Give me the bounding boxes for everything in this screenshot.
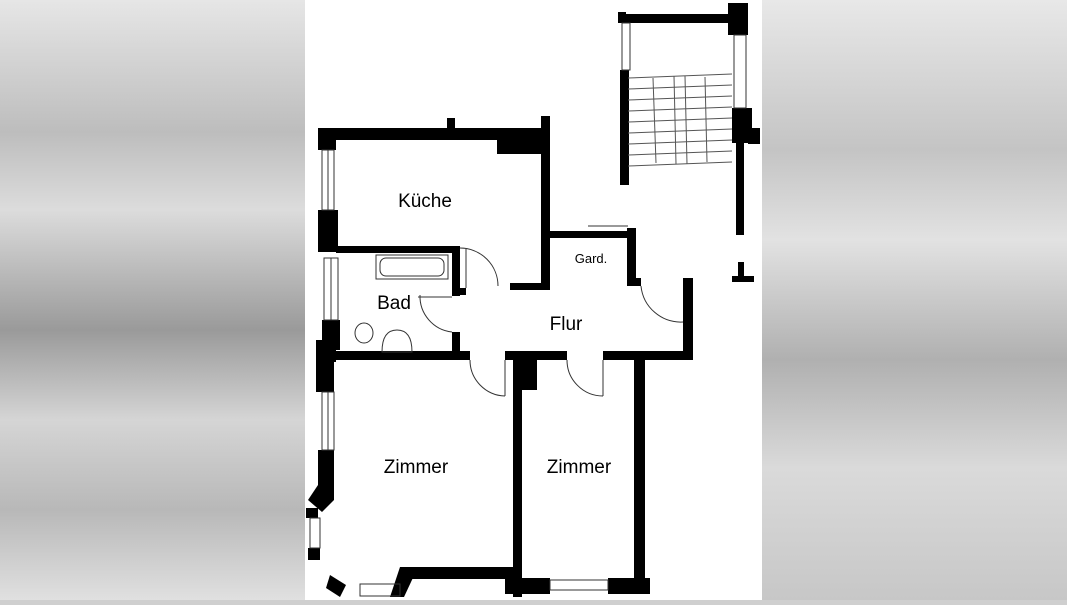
room-label-bath: Bad bbox=[377, 293, 411, 314]
walls bbox=[306, 3, 760, 597]
room-label-right-room: Zimmer bbox=[547, 457, 612, 478]
floor-plan-drawing: Küche Bad Flur Gard. Zimmer Zimmer bbox=[306, 3, 760, 597]
blurred-background-right bbox=[762, 0, 1067, 600]
room-label-left-room: Zimmer bbox=[384, 457, 449, 478]
blurred-background-left bbox=[0, 0, 305, 600]
windows-doors-fixtures bbox=[309, 22, 747, 597]
room-label-wardrobe: Gard. bbox=[575, 251, 608, 266]
staircase bbox=[627, 73, 733, 167]
room-label-hall: Flur bbox=[550, 314, 583, 335]
floor-plan: Küche Bad Flur Gard. Zimmer Zimmer bbox=[305, 0, 762, 600]
room-label-kitchen: Küche bbox=[398, 191, 452, 212]
